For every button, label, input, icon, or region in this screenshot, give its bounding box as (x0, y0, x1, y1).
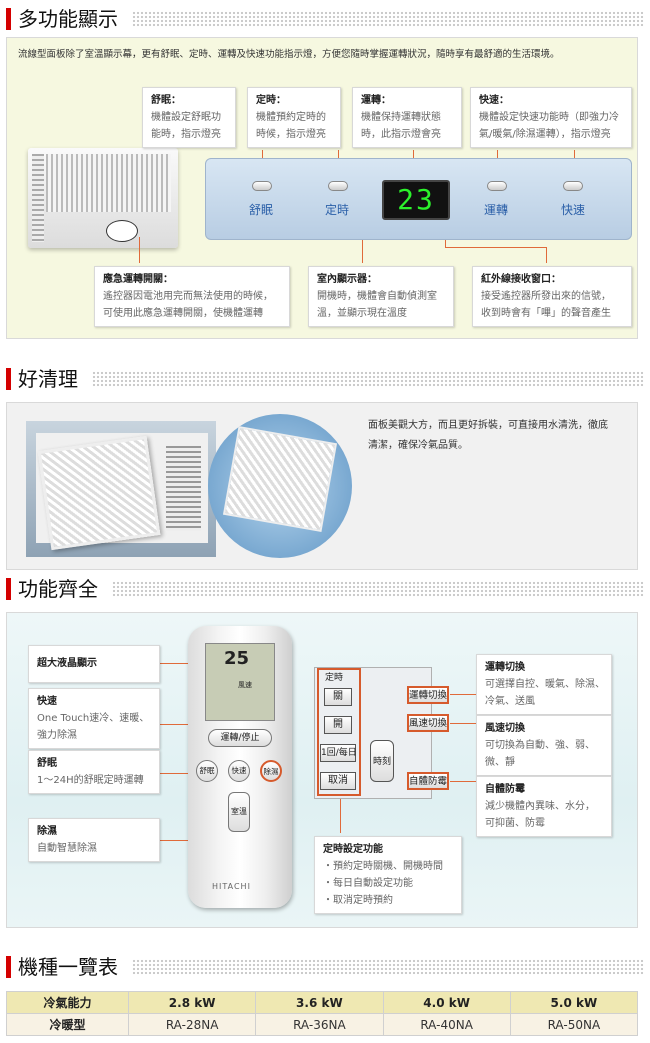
sleep-indicator-light (252, 181, 272, 191)
room-temp-button[interactable]: 室溫 (228, 792, 250, 832)
table-header-cell: 3.6 kW (255, 991, 384, 1014)
panel-label-sleep: 舒眠 (249, 203, 274, 217)
section-title: 機種一覽表 (18, 955, 118, 979)
box-sleep: 舒眠： 機體設定舒眠功能時，指示燈亮 (142, 87, 236, 148)
table-header-cell: 4.0 kW (382, 991, 511, 1014)
model-table: 冷氣能力 2.8 kW 3.6 kW 4.0 kW 5.0 kW 冷暖型 RA-… (6, 991, 639, 1036)
section-title: 多功能顯示 (18, 7, 118, 31)
section-header-clean: 好清理 (6, 366, 644, 392)
timer-indicator-light (328, 181, 348, 191)
timer-highlight (317, 668, 361, 796)
box-ir-receiver: 紅外線接收窗口： 接受遙控器所發出來的信號，收到時會有「嗶」的聲音產生 (472, 266, 632, 327)
timer-cancel-button[interactable]: 取消 (320, 772, 356, 790)
box-dehumidify: 除濕 自動智慧除濕 (28, 818, 160, 862)
section-header-multi: 多功能顯示 (6, 6, 644, 32)
anti-mold-button[interactable]: 自體防霉 (407, 772, 449, 790)
mode-switch-button[interactable]: 運轉切換 (407, 686, 449, 704)
fast-indicator-light (563, 181, 583, 191)
fast-button[interactable]: 快速 (228, 760, 250, 782)
header-dots (132, 11, 644, 27)
dehumidify-button[interactable]: 除濕 (260, 760, 282, 782)
run-stop-button[interactable]: 運轉/停止 (208, 729, 272, 747)
fan-speed-button[interactable]: 風速切換 (407, 714, 449, 732)
table-header-cell: 5.0 kW (509, 991, 639, 1014)
header-accent (6, 8, 11, 30)
box-indoor-display: 室內顯示器： 開機時，機體會自動偵測室溫，並顯示現在溫度 (308, 266, 454, 327)
box-timer: 定時： 機體預約定時的時候，指示燈亮 (247, 87, 341, 148)
timer-on-button[interactable]: 開 (324, 716, 352, 734)
table-row: 冷暖型 RA-28NA RA-36NA RA-40NA RA-50NA (6, 1013, 639, 1036)
table-cell: RA-50NA (509, 1013, 639, 1036)
box-anti-mold: 自體防霉 減少機體內異味、水分，可抑菌、防霉 (476, 776, 612, 837)
clean-description: 面板美觀大方，而且更好拆裝，可直接用水清洗，徹底 清潔，確保冷氣品質。 (368, 420, 608, 451)
box-timer-setting: 定時設定功能 ・預約定時關機、開機時間 ・每日自動設定功能 ・取消定時預約 (314, 836, 462, 914)
timer-daily-button[interactable]: 1回/每日 (320, 744, 357, 762)
table-header-cell: 2.8 kW (127, 991, 257, 1014)
table-header-cell: 冷氣能力 (6, 991, 129, 1014)
air-conditioner-image (28, 148, 178, 248)
time-adjust-button[interactable]: 時刻 (370, 740, 394, 782)
box-fast: 快速： 機體設定快速功能時（即強力冷氣/暖氣/除濕運轉），指示燈亮 (470, 87, 632, 148)
run-indicator-light (487, 181, 507, 191)
box-mode-switch: 運轉切換 可選擇自控、暖氣、除濕、冷氣、送風 (476, 654, 612, 715)
table-cell: 冷暖型 (6, 1013, 129, 1036)
filter-washing-image (208, 414, 352, 558)
section-header-models: 機種一覽表 (6, 954, 644, 980)
panel-label-run: 運轉 (484, 203, 509, 217)
box-emergency: 應急運轉開關： 遙控器因電池用完而無法使用的時候，可使用此應急運轉開關，使機體運… (94, 266, 290, 327)
remote-brand: HITACHI (212, 882, 251, 891)
table-cell: RA-36NA (255, 1013, 384, 1036)
table-row: 冷氣能力 2.8 kW 3.6 kW 4.0 kW 5.0 kW (6, 991, 639, 1014)
section-title: 功能齊全 (18, 577, 98, 601)
box-fan-speed: 風速切換 可切換為自動、強、弱、微、靜 (476, 715, 612, 776)
panel-label-timer: 定時 (325, 203, 350, 217)
table-cell: RA-40NA (382, 1013, 511, 1036)
timer-off-button[interactable]: 關 (324, 688, 352, 706)
panel-label-fast: 快速 (561, 203, 586, 217)
box-run: 運轉： 機體保持運轉狀態時，此指示燈會亮 (352, 87, 462, 148)
remote-lcd: 25 風速 (205, 643, 275, 721)
sleep-button[interactable]: 舒眠 (196, 760, 218, 782)
multi-intro: 流線型面板除了室溫顯示幕，更有舒眠、定時、運轉及快速功能指示燈，方便您隨時掌握運… (18, 49, 560, 60)
box-sleep-func: 舒眠 1～24H的舒眠定時運轉 (28, 750, 160, 794)
table-cell: RA-28NA (127, 1013, 257, 1036)
filter-removal-image (26, 421, 216, 557)
box-lcd: 超大液晶顯示 (28, 645, 160, 683)
section-title: 好清理 (18, 367, 78, 391)
section-header-func: 功能齊全 (6, 576, 644, 602)
temperature-display: 23 (382, 180, 450, 220)
timer-header: 定時 (325, 673, 344, 683)
box-fast-func: 快速 One Touch速冷、速暖、強力除濕 (28, 688, 160, 749)
